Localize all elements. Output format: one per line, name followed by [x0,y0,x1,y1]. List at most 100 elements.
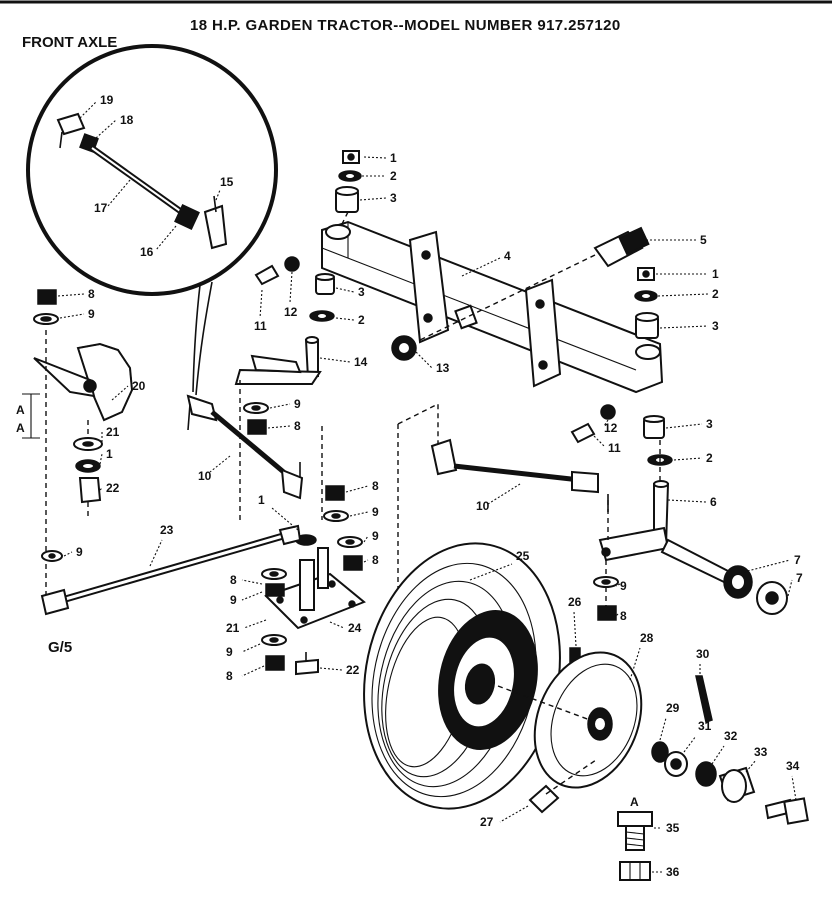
nut-16 [174,204,200,230]
callout-number: 35 [666,821,680,835]
callout-c13: 13 [415,351,450,375]
spindle-14-stack [243,402,269,435]
callout-leader [711,745,725,765]
callout-number: 4 [504,249,511,263]
callout-c23: 23 [149,523,174,567]
callout-c16: 16 [140,225,177,259]
callout-c30: 30 [696,647,710,674]
center-stack [295,485,363,571]
spindle-6 [598,480,732,584]
callout-c31: 31 [683,719,712,753]
callout-number: 2 [712,287,719,301]
callout-c26: 26 [568,595,582,647]
callout-leader [629,647,641,681]
fitting-27 [528,759,597,814]
callout-c7a: 7 [735,553,801,575]
callout-c7b: 7 [787,571,803,597]
callout-leader [95,119,117,139]
callout-c36: 36 [652,865,680,879]
callout-number: 17 [94,201,108,215]
callout-number: 3 [712,319,719,333]
lower-left-hardware [261,634,319,676]
callout-c12b: 12 [603,419,618,435]
callout-number: 30 [696,647,710,661]
callout-c21b: 21 [226,619,267,635]
callout-leader [349,511,369,517]
right-middle-hardware [570,404,673,466]
callout-c24: 24 [329,621,362,635]
callout-leader [615,613,619,617]
callout-c8b: 8 [267,419,301,433]
callout-number: 5 [700,233,707,247]
callout-number: 34 [786,759,800,773]
callout-number: 2 [358,313,365,327]
callout-c5: 5 [642,233,707,247]
drag-link-23 [40,524,302,616]
callout-leader [683,735,697,753]
callout-number: 14 [354,355,368,369]
washer-32 [695,761,717,787]
callout-number: 8 [372,553,379,567]
callout-c8e: 8 [230,573,263,587]
callout-c10a: 10 [198,455,231,483]
callout-c9c: 9 [349,505,379,519]
callout-leader [359,197,387,201]
callout-number: 36 [666,865,680,879]
left-column-hardware [33,289,103,520]
bolt-35 [617,811,653,851]
left-middle-hardware [254,256,335,322]
callout-c21a: 21 [101,425,120,442]
callout-leader [615,583,621,587]
callout-c9e: 9 [63,545,83,559]
callout-leader [791,775,797,801]
callout-number: 9 [620,579,627,593]
callout-leader [329,621,345,629]
callout-number: 1 [258,493,265,507]
washer-29 [651,741,669,763]
wheel-rim-28 [497,651,643,789]
callout-number: 21 [106,425,120,439]
callout-leader [271,507,299,531]
stack-top-left [335,150,362,229]
callout-leader [267,425,291,429]
callout-number: 12 [284,305,298,319]
callout-number: 8 [226,669,233,683]
callout-leader [593,435,605,447]
callout-leader [415,351,433,369]
callout-number: 23 [160,523,174,537]
callout-number: 3 [390,191,397,205]
callout-leader [269,403,291,409]
callout-c8d: 8 [363,553,379,567]
callout-number: 2 [706,451,713,465]
callout-number: 15 [220,175,234,189]
callout-number: 9 [88,307,95,321]
callout-leader [499,805,529,823]
callout-leader [335,287,355,293]
axle-bracket-right [524,278,562,388]
callout-leader [659,717,667,741]
callout-c8a: 8 [57,287,95,301]
diagram-title: 18 H.P. GARDEN TRACTOR--MODEL NUMBER 917… [190,17,621,34]
callout-c34: 34 [786,759,800,801]
callout-c2a: 2 [362,169,397,183]
callout-c19: 19 [79,93,114,119]
callout-number: 8 [88,287,95,301]
callout-leader [363,156,387,159]
callout-c6: 6 [667,495,717,509]
callout-number: 3 [706,417,713,431]
callout-c9f: 9 [230,591,263,607]
callout-number: 25 [516,549,530,563]
ball-joint-19 [56,112,86,136]
callout-leader [673,457,703,461]
callout-number: 1 [106,447,113,461]
page-code: G/5 [48,639,72,656]
callout-c9a: 9 [59,307,95,321]
callout-c3b: 3 [659,319,719,333]
callout-number: 7 [794,553,801,567]
hub-hardware [651,675,809,825]
callout-number: 2 [390,169,397,183]
callout-leader [259,289,263,319]
callout-c3a: 3 [359,191,397,205]
callout-number: 21 [226,621,240,635]
